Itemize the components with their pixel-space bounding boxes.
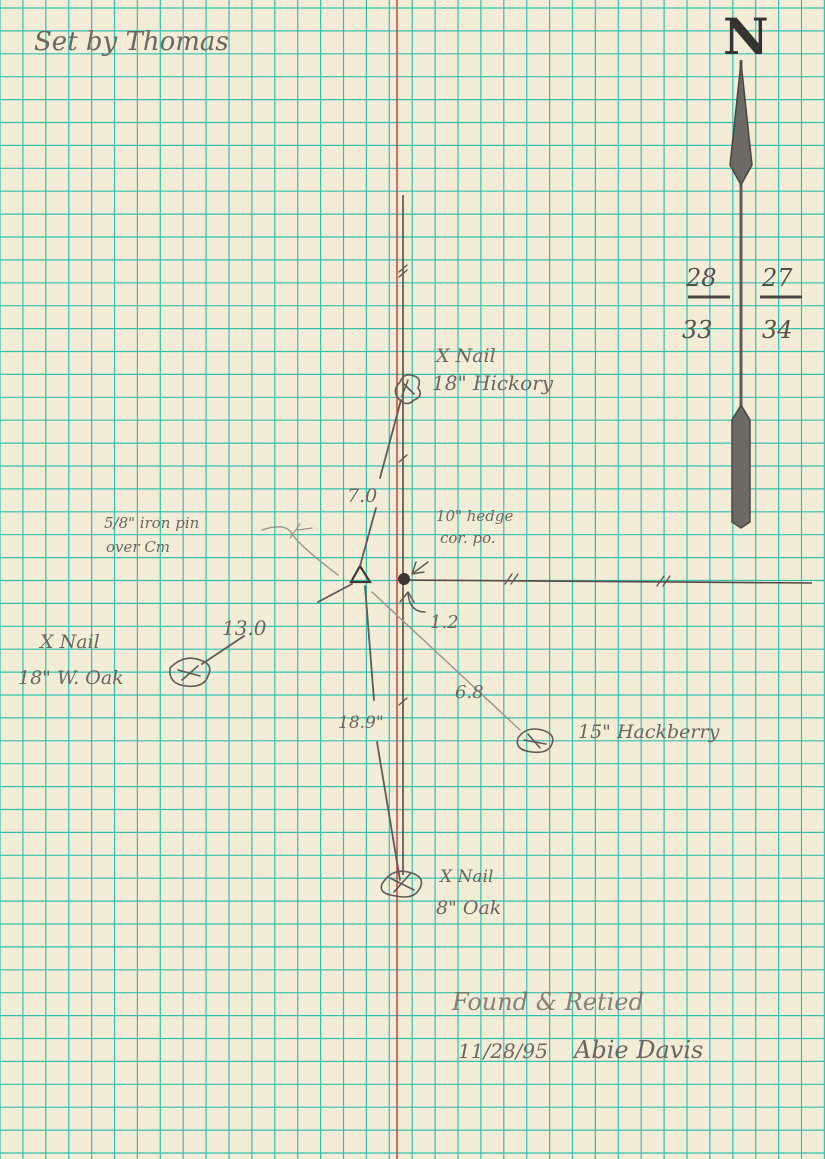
oak-small-distance: 18.9": [338, 713, 384, 733]
pin-label-leader: [261, 526, 339, 576]
hackberry-tie: [371, 591, 521, 731]
tree-hickory-icon: [394, 374, 422, 405]
section-27: 27: [761, 264, 793, 292]
signature-line1: Found & Retied: [451, 988, 644, 1016]
post-label-line2: cor. po.: [440, 529, 496, 547]
tree-oak-small-icon: [380, 870, 423, 898]
section-34: 34: [762, 316, 793, 344]
oak-line1: X Nail: [38, 631, 100, 653]
hickory-line2: 18" Hickory: [432, 371, 554, 395]
hedge-corner-post-dot: [398, 573, 410, 585]
offset-distance: 1.2: [430, 612, 459, 633]
oak-small-line2: 8" Oak: [436, 897, 501, 919]
hackberry-line2: 15" Hackberry: [578, 721, 720, 743]
signature-date: 11/28/95: [458, 1039, 548, 1063]
iron-pin-triangle: [349, 563, 372, 584]
witness-ties: [201, 399, 402, 881]
line-tick-marks: [398, 264, 671, 706]
signature-name: Abie Davis: [572, 1036, 703, 1064]
hickory-distance: 7.0: [347, 485, 377, 507]
oak-small-line1: X Nail: [438, 867, 493, 887]
tree-hackberry-icon: [516, 728, 554, 754]
oak-line2: 18" W. Oak: [18, 667, 124, 689]
north-arrow-tail: [731, 403, 751, 529]
post-label-arrow: [411, 561, 429, 575]
oak-distance: 13.0: [222, 616, 267, 640]
tree-symbols: [169, 374, 554, 898]
hickory-line1: X Nail: [434, 345, 496, 367]
north-letter: N: [723, 7, 769, 66]
offset-arrow: [399, 591, 426, 613]
header-note: Set by Thomas: [34, 27, 229, 57]
north-arrow: N 28 27 33 34: [682, 7, 802, 529]
pin-label-line1: 5/8" iron pin: [104, 514, 199, 532]
east-west-section-line: [402, 579, 813, 584]
tree-oak-icon: [169, 657, 211, 688]
pin-label-line2: over Cm: [106, 538, 170, 556]
hackberry-distance: 6.8: [455, 682, 484, 703]
section-28: 28: [685, 264, 717, 292]
section-33: 33: [682, 316, 713, 344]
north-arrow-head: [729, 61, 753, 187]
post-label-line1: 10" hedge: [436, 507, 513, 525]
